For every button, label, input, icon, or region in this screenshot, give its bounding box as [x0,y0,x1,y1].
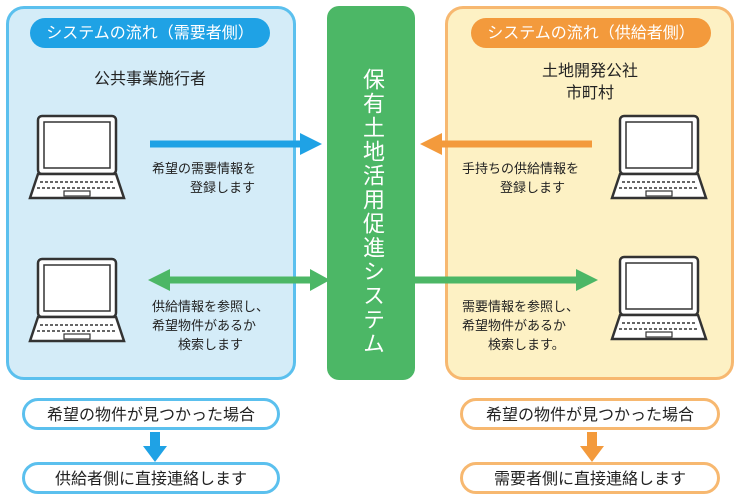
arrow-down-icon [580,432,604,462]
supply-register-line-2: 登録します [500,181,566,196]
system-name: 保有土地活用促進システム [359,68,384,356]
demand-register-text: 希望の需要情報を 登録します [152,160,292,198]
laptop-icon [28,114,126,200]
demand-search-line-3: 検索します [178,338,244,353]
laptop-icon [610,255,708,341]
laptop-icon [610,114,708,200]
system-bar [327,6,415,380]
arrow-right-icon [150,133,322,155]
laptop-icon [28,257,126,343]
supply-search-text: 需要情報を参照し、 希望物件があるか 検索します。 [462,298,602,355]
supply-search-line-3: 検索します。 [488,338,565,353]
supply-found-label: 希望の物件が見つかった場合 [460,398,720,430]
double-arrow-icon [415,269,598,291]
supply-contact-label: 需要者側に直接連絡します [460,462,720,494]
double-arrow-icon [148,269,330,291]
supply-role-line-1: 土地開発公社 [541,61,638,80]
demand-search-text: 供給情報を参照し、 希望物件があるか 検索します [152,298,292,355]
supply-search-line-1: 需要情報を参照し、 [462,300,580,315]
arrow-down-icon [143,432,167,462]
supply-register-line-1: 手持ちの供給情報を [462,162,580,177]
supply-role-line-2: 市町村 [565,83,614,102]
demand-found-label: 希望の物件が見つかった場合 [22,398,280,430]
demand-search-line-1: 供給情報を参照し、 [152,300,270,315]
supply-search-line-2: 希望物件があるか [462,319,567,334]
arrow-left-icon [420,133,592,155]
supply-role-label: 土地開発公社 市町村 [470,60,710,104]
supply-register-text: 手持ちの供給情報を 登録します [462,160,602,198]
demand-search-line-2: 希望物件があるか [152,319,257,334]
demand-register-line-2: 登録します [190,181,256,196]
demand-flow-title: システムの流れ（需要者側） [30,18,270,48]
demand-contact-label: 供給者側に直接連絡します [22,462,280,494]
demand-role-label: 公共事業施行者 [93,69,206,88]
demand-register-line-1: 希望の需要情報を [152,162,257,177]
supply-flow-title: システムの流れ（供給者側） [471,18,711,48]
